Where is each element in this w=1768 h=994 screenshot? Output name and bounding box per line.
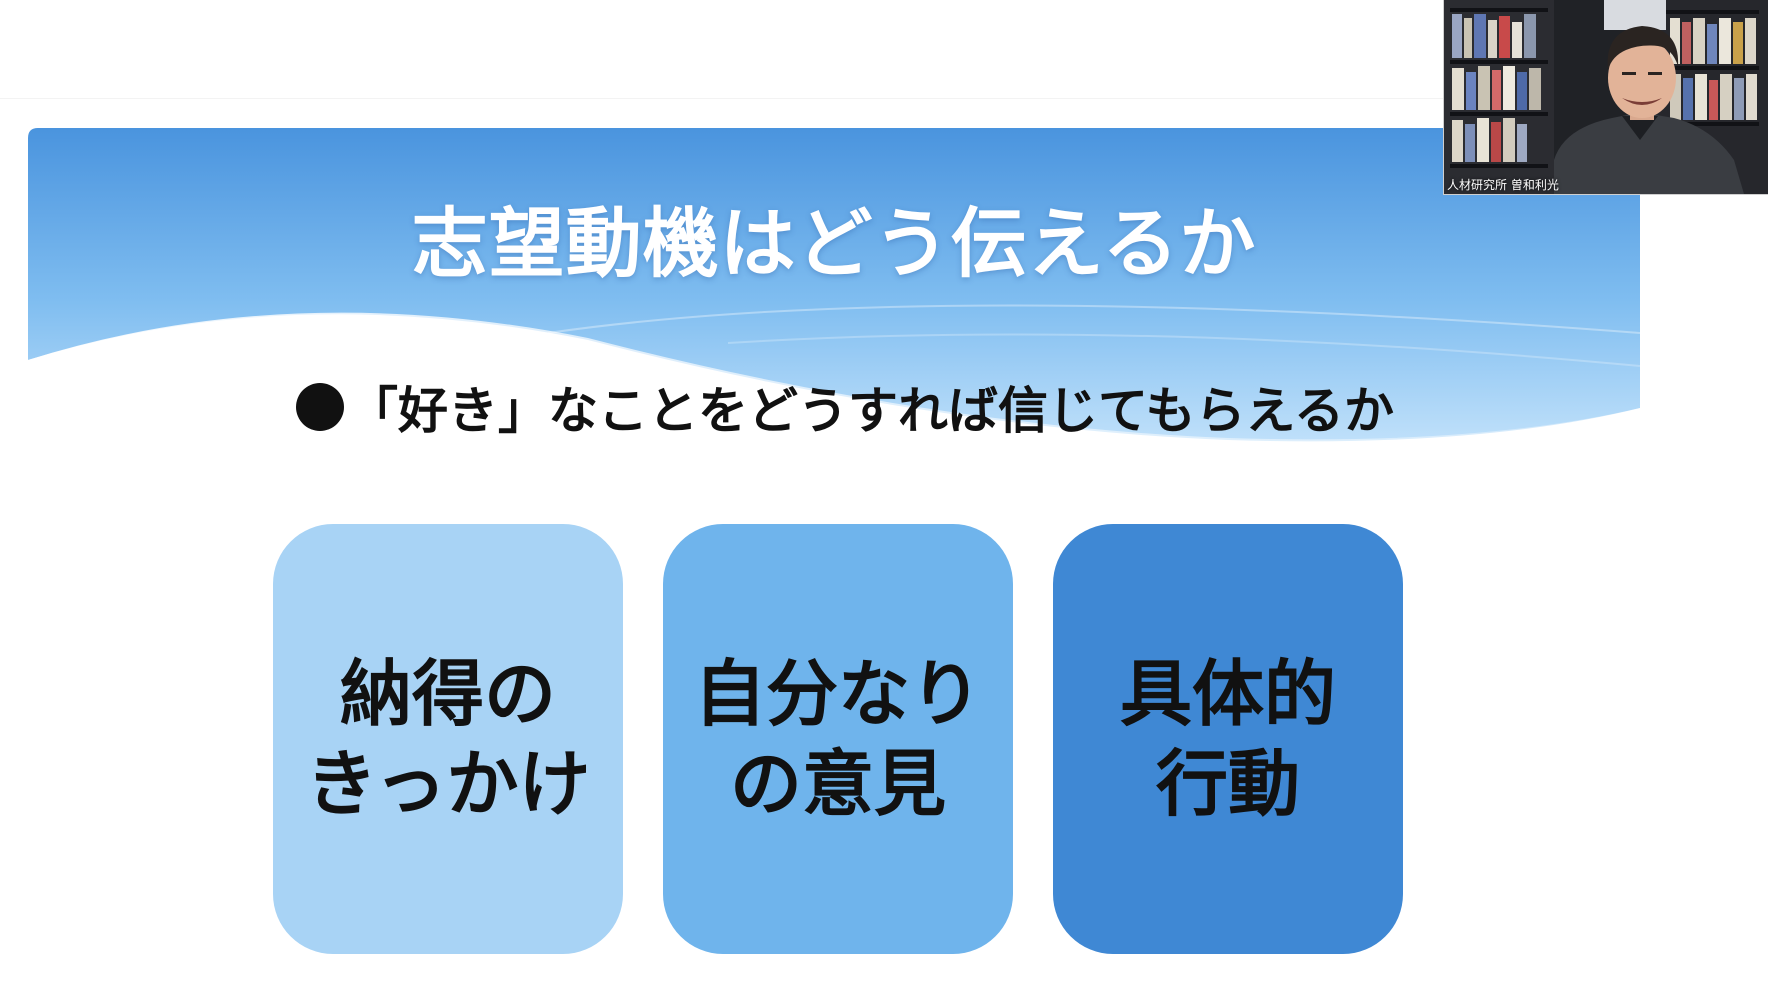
concept-box-opinion: 自分なり の意見 — [663, 524, 1013, 954]
concept-box-action: 具体的 行動 — [1053, 524, 1403, 954]
concept-box-line: の意見 — [729, 741, 946, 826]
title-banner — [28, 128, 1640, 458]
concept-box-line: 納得の — [339, 651, 556, 736]
concept-box-text: 自分なり の意見 — [694, 649, 982, 829]
concept-box-line: 具体的 — [1119, 651, 1336, 736]
participant-name-label: 人材研究所 曽和利光 — [1447, 178, 1559, 192]
concept-box-trigger: 納得の きっかけ — [273, 524, 623, 954]
slide-title: 志望動機はどう伝えるか — [411, 199, 1257, 288]
concept-box-text: 納得の きっかけ — [305, 649, 590, 829]
concept-boxes: 納得の きっかけ 自分なり の意見 具体的 行動 — [273, 524, 1403, 954]
speaker-video-thumbnail[interactable]: 人材研究所 曽和利光 — [1443, 0, 1768, 195]
bullet-text: 「好き」なことをどうすれば信じてもらえるか — [348, 381, 1394, 440]
concept-box-line: 行動 — [1155, 741, 1300, 826]
concept-box-line: 自分なり — [693, 651, 982, 736]
bullet-point: 「好き」なことをどうすれば信じてもらえるか — [296, 372, 1394, 442]
concept-box-line: きっかけ — [305, 741, 591, 826]
speaker-video-frame — [1444, 0, 1768, 194]
title-banner-graphic — [28, 128, 1640, 448]
bullet-dot-icon — [296, 383, 344, 431]
concept-box-text: 具体的 行動 — [1120, 649, 1336, 829]
